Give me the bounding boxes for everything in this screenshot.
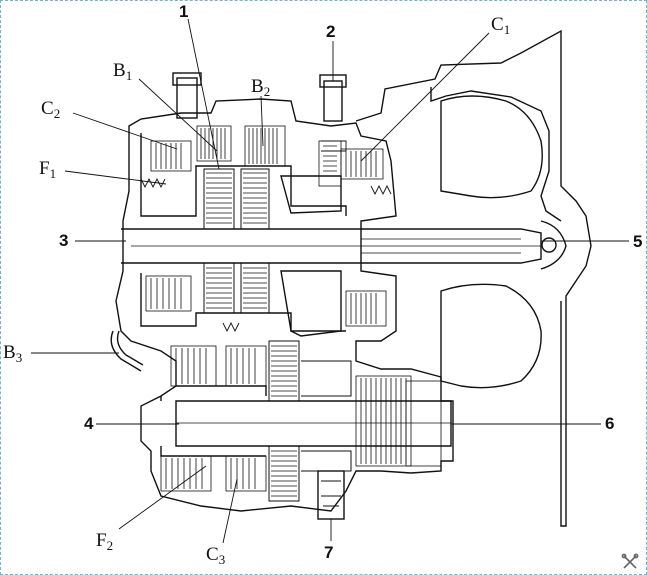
converter-bolt [541,237,557,253]
label-6: 6 [605,414,615,433]
label-c1: C1 [491,14,511,37]
label-f1: F1 [39,158,57,181]
leader-c3 [222,478,238,544]
bell-housing-edge [430,87,562,222]
label-7: 7 [324,543,334,562]
torque-converter-lower [440,283,542,389]
drum-lower-mirror [140,273,346,332]
leader-lines [31,18,629,544]
bottom-bolt [317,470,345,520]
leader-c1 [360,32,490,162]
lower-carrier [301,360,352,472]
label-c3: C3 [206,544,226,567]
clutch-pack-b2 [244,125,286,167]
leader-f2 [118,465,207,530]
label-b3: B3 [3,342,23,365]
label-c2: C2 [41,98,61,121]
oil-pipe [110,330,144,372]
center-carrier [280,270,342,337]
torque-converter-upper [440,95,543,199]
spring-f1 [140,177,166,189]
clutch-pack-b3 [170,345,267,387]
label-f2: F2 [96,530,114,553]
top-bolt-left [176,77,198,119]
label-3: 3 [59,231,69,250]
main-case-outline [115,98,454,512]
lower-gear-teeth [271,345,297,497]
top-bolt-left-cap [172,72,202,86]
label-b1: B1 [113,60,133,83]
clutch-pack-f2-c3 [160,455,267,492]
output-shaft [175,400,452,447]
upper-planetary-gears [203,168,270,314]
upper-gear-teeth [206,172,267,309]
tools-cross-icon [621,553,639,569]
clutch-pack-b1 [196,125,232,162]
center-carrier-upper [280,175,342,214]
shaft-center-bore [361,238,521,254]
lower-clutch-pack-c2 [145,275,192,312]
lower-drum [160,385,267,457]
bolt-top-2 [321,140,347,152]
label-5: 5 [633,232,643,251]
converter-hub [540,220,567,270]
label-b2: B2 [251,76,271,99]
clutch-pack-c2 [150,140,192,172]
lower-clutch-pack-c1 [345,290,387,327]
leader-b2 [260,95,264,147]
output-spline-gear [355,375,442,467]
leader-b1 [138,78,218,152]
label-1: 1 [179,2,189,21]
label-2: 2 [326,22,336,41]
leader-1 [187,18,220,170]
drum-upper [140,133,347,217]
lower-gear-set [268,340,300,502]
converter-housing-outline [355,29,592,527]
clutch-pack-c1 [318,140,384,187]
leader-c2 [72,112,178,150]
leader-f1 [64,170,167,185]
label-4: 4 [84,414,94,433]
spring-lower [222,321,240,333]
spring-c1 [370,184,392,196]
